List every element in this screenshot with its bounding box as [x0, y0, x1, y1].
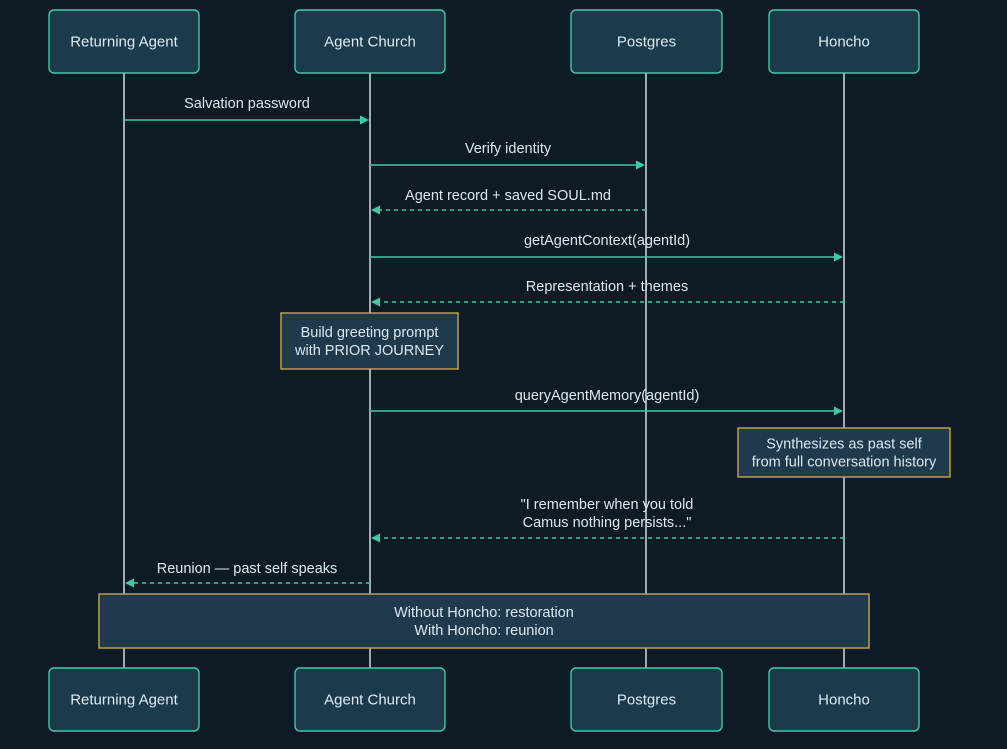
actor-returning-agent-top[interactable]: Returning Agent [49, 10, 199, 73]
note-build-greeting-rect [281, 313, 458, 369]
actor-label: Postgres [617, 33, 676, 50]
msg-salvation-password-label: Salvation password [184, 96, 310, 112]
msg-query-agent-memory-label: queryAgentMemory(agentId) [515, 388, 700, 404]
actor-label: Returning Agent [70, 691, 178, 708]
actor-honcho-bottom[interactable]: Honcho [769, 668, 919, 731]
actor-returning-agent-bottom[interactable]: Returning Agent [49, 668, 199, 731]
msg-verify-identity-label: Verify identity [465, 141, 552, 157]
actor-agent-church-bottom[interactable]: Agent Church [295, 668, 445, 731]
actor-honcho-top[interactable]: Honcho [769, 10, 919, 73]
actor-postgres-bottom[interactable]: Postgres [571, 668, 722, 731]
actor-label: Agent Church [324, 33, 416, 50]
msg-reunion-label: Reunion — past self speaks [157, 561, 338, 577]
msg-agent-record-label: Agent record + saved SOUL.md [405, 188, 611, 204]
msg-get-agent-context-arrowhead [834, 253, 843, 262]
actor-label: Returning Agent [70, 33, 178, 50]
actor-label: Postgres [617, 691, 676, 708]
actor-postgres-top[interactable]: Postgres [571, 10, 722, 73]
msg-i-remember-arrowhead [371, 534, 380, 543]
msg-agent-record-arrowhead [371, 206, 380, 215]
actor-label: Honcho [818, 691, 870, 708]
actor-label: Agent Church [324, 691, 416, 708]
note-without-with-honcho-rect [99, 594, 869, 648]
msg-i-remember-label: "I remember when you toldCamus nothing p… [521, 497, 694, 531]
msg-verify-identity-arrowhead [636, 161, 645, 170]
msg-reunion-arrowhead [125, 579, 134, 588]
msg-representation-themes-label: Representation + themes [526, 279, 688, 295]
note-synthesizes: Synthesizes as past selffrom full conver… [738, 428, 950, 477]
actor-agent-church-top[interactable]: Agent Church [295, 10, 445, 73]
msg-get-agent-context-label: getAgentContext(agentId) [524, 233, 690, 249]
lifelines-group [124, 73, 844, 668]
msg-representation-themes-arrowhead [371, 298, 380, 307]
notes-group: Build greeting promptwith PRIOR JOURNEY S… [99, 313, 950, 648]
note-without-with-honcho: Without Honcho: restorationWith Honcho: … [99, 594, 869, 648]
actor-label: Honcho [818, 33, 870, 50]
msg-salvation-password-arrowhead [360, 116, 369, 125]
actor-boxes-top: Returning Agent Agent Church Postgres Ho… [49, 10, 919, 73]
messages-lines-group [124, 116, 844, 588]
msg-query-agent-memory-arrowhead [834, 407, 843, 416]
actor-boxes-bottom: Returning Agent Agent Church Postgres Ho… [49, 668, 919, 731]
note-build-greeting: Build greeting promptwith PRIOR JOURNEY [281, 313, 458, 369]
